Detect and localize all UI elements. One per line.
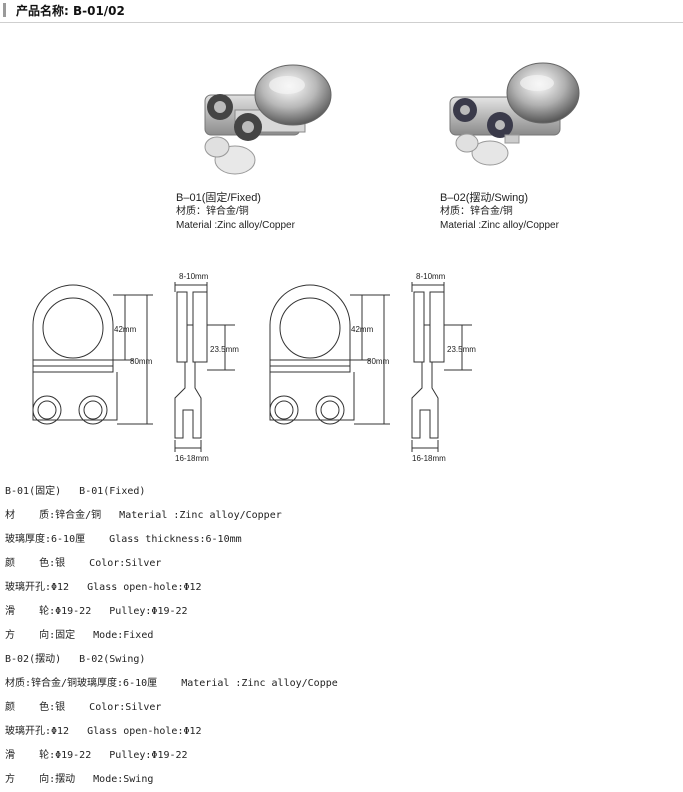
product-material-cn: 材质：锌合金/铜 — [176, 206, 249, 217]
product-material-cn: 材质：锌合金/铜 — [440, 206, 513, 217]
product-material-en: Material :Zinc alloy/Copper — [440, 220, 559, 231]
product-material-en: Material :Zinc alloy/Copper — [176, 220, 295, 231]
spec-line: 颜 色:银 Color:Silver — [5, 558, 162, 569]
spec-line: 滑 轮:Φ19-22 Pulley:Φ19-22 — [5, 606, 188, 617]
spec-line: 材质:锌合金/铜玻璃厚度:6-10厘 Material :Zinc alloy/… — [5, 678, 338, 689]
spec-line: 材 质:锌合金/铜 Material :Zinc alloy/Copper — [5, 510, 282, 521]
technical-drawing-b01: 42mm 80mm 8-10mm 23.5mm 16-18mm — [32, 272, 239, 463]
spec-line: B-02(摆动) B-02(Swing) — [5, 654, 146, 665]
dim-23-5: 23.5mm — [447, 345, 476, 354]
dim-42: 42mm — [114, 325, 137, 334]
product-photo-b02 — [449, 62, 580, 166]
product-name: B–01(固定/Fixed) — [176, 192, 261, 204]
dim-80: 80mm — [367, 357, 390, 366]
spec-line: 颜 色:银 Color:Silver — [5, 702, 162, 713]
dim-gap: 8-10mm — [416, 272, 446, 281]
dim-wheel: 16-18mm — [175, 454, 209, 463]
technical-drawing-b02: 42mm 80mm 8-10mm 23.5mm 16-18mm — [269, 272, 476, 463]
dim-gap: 8-10mm — [179, 272, 209, 281]
spec-line: 滑 轮:Φ19-22 Pulley:Φ19-22 — [5, 750, 188, 761]
spec-list: B-01(固定) B-01(Fixed) 材 质:锌合金/铜 Material … — [5, 480, 680, 792]
spec-line: 方 向:固定 Mode:Fixed — [5, 630, 154, 641]
dim-42: 42mm — [351, 325, 374, 334]
product-photo-b01 — [204, 64, 332, 175]
dim-80: 80mm — [130, 357, 153, 366]
product-name: B–02(摆动/Swing) — [440, 192, 529, 204]
spec-line: 玻璃开孔:Φ12 Glass open-hole:Φ12 — [5, 582, 202, 593]
product-name-title: 产品名称: B-01/02 — [16, 4, 125, 18]
spec-line: 玻璃开孔:Φ12 Glass open-hole:Φ12 — [5, 726, 202, 737]
spec-line: 玻璃厚度:6-10厘 Glass thickness:6-10mm — [5, 534, 242, 545]
page-header: 产品名称: B-01/02 — [0, 0, 683, 23]
dim-wheel: 16-18mm — [412, 454, 446, 463]
product-caption-b01: B–01(固定/Fixed) 材质：锌合金/铜 Material :Zinc a… — [176, 191, 295, 233]
header-marker — [3, 3, 6, 17]
spec-line: B-01(固定) B-01(Fixed) — [5, 486, 146, 497]
dim-23-5: 23.5mm — [210, 345, 239, 354]
product-caption-b02: B–02(摆动/Swing) 材质：锌合金/铜 Material :Zinc a… — [440, 191, 559, 233]
spec-line: 方 向:摆动 Mode:Swing — [5, 774, 154, 785]
